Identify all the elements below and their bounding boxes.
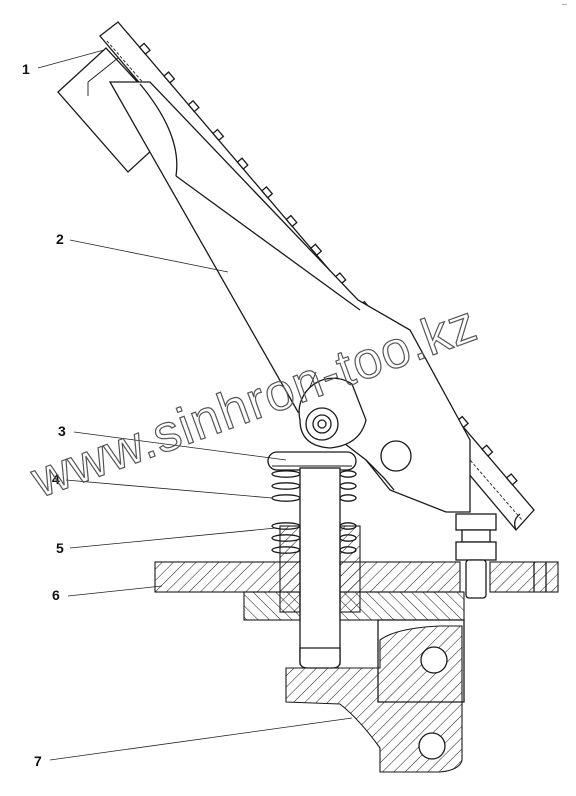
spring-coil: [339, 470, 357, 478]
callout-3: 3: [58, 423, 66, 439]
leader-lines: [37, 49, 353, 761]
pedal-lever: [108, 81, 471, 513]
push-rod: [299, 467, 341, 669]
pad-rib: [212, 128, 225, 142]
pad-rib: [187, 99, 200, 113]
pivot-boss: [298, 377, 367, 449]
spring-coil: [271, 470, 301, 478]
corner-mark: —: [562, 2, 567, 8]
spring-coil: [339, 482, 357, 490]
callout-1: 1: [22, 61, 30, 77]
stop-bolt: [455, 513, 497, 599]
pad-rib: [309, 243, 323, 257]
pad-rib: [505, 473, 518, 486]
callout-7: 7: [34, 753, 42, 769]
pad-rib: [260, 185, 274, 199]
pad-rib: [481, 444, 494, 457]
callout-6: 6: [52, 587, 60, 603]
callout-5: 5: [56, 540, 64, 556]
pad-rib: [236, 157, 249, 170]
pad-rib: [285, 214, 298, 228]
callout-4: 4: [52, 471, 60, 487]
pad-rib: [138, 42, 151, 56]
callout-2: 2: [56, 231, 64, 247]
spring-coil: [271, 494, 301, 502]
spring-coil: [339, 494, 357, 502]
callout-labels: 1 2 3 4 5 6 7: [22, 61, 66, 769]
spring-coil: [271, 482, 301, 490]
base-bracket: [285, 619, 465, 773]
washer: [267, 451, 357, 471]
floor-plate: [154, 561, 559, 621]
pad-rib: [163, 71, 176, 84]
